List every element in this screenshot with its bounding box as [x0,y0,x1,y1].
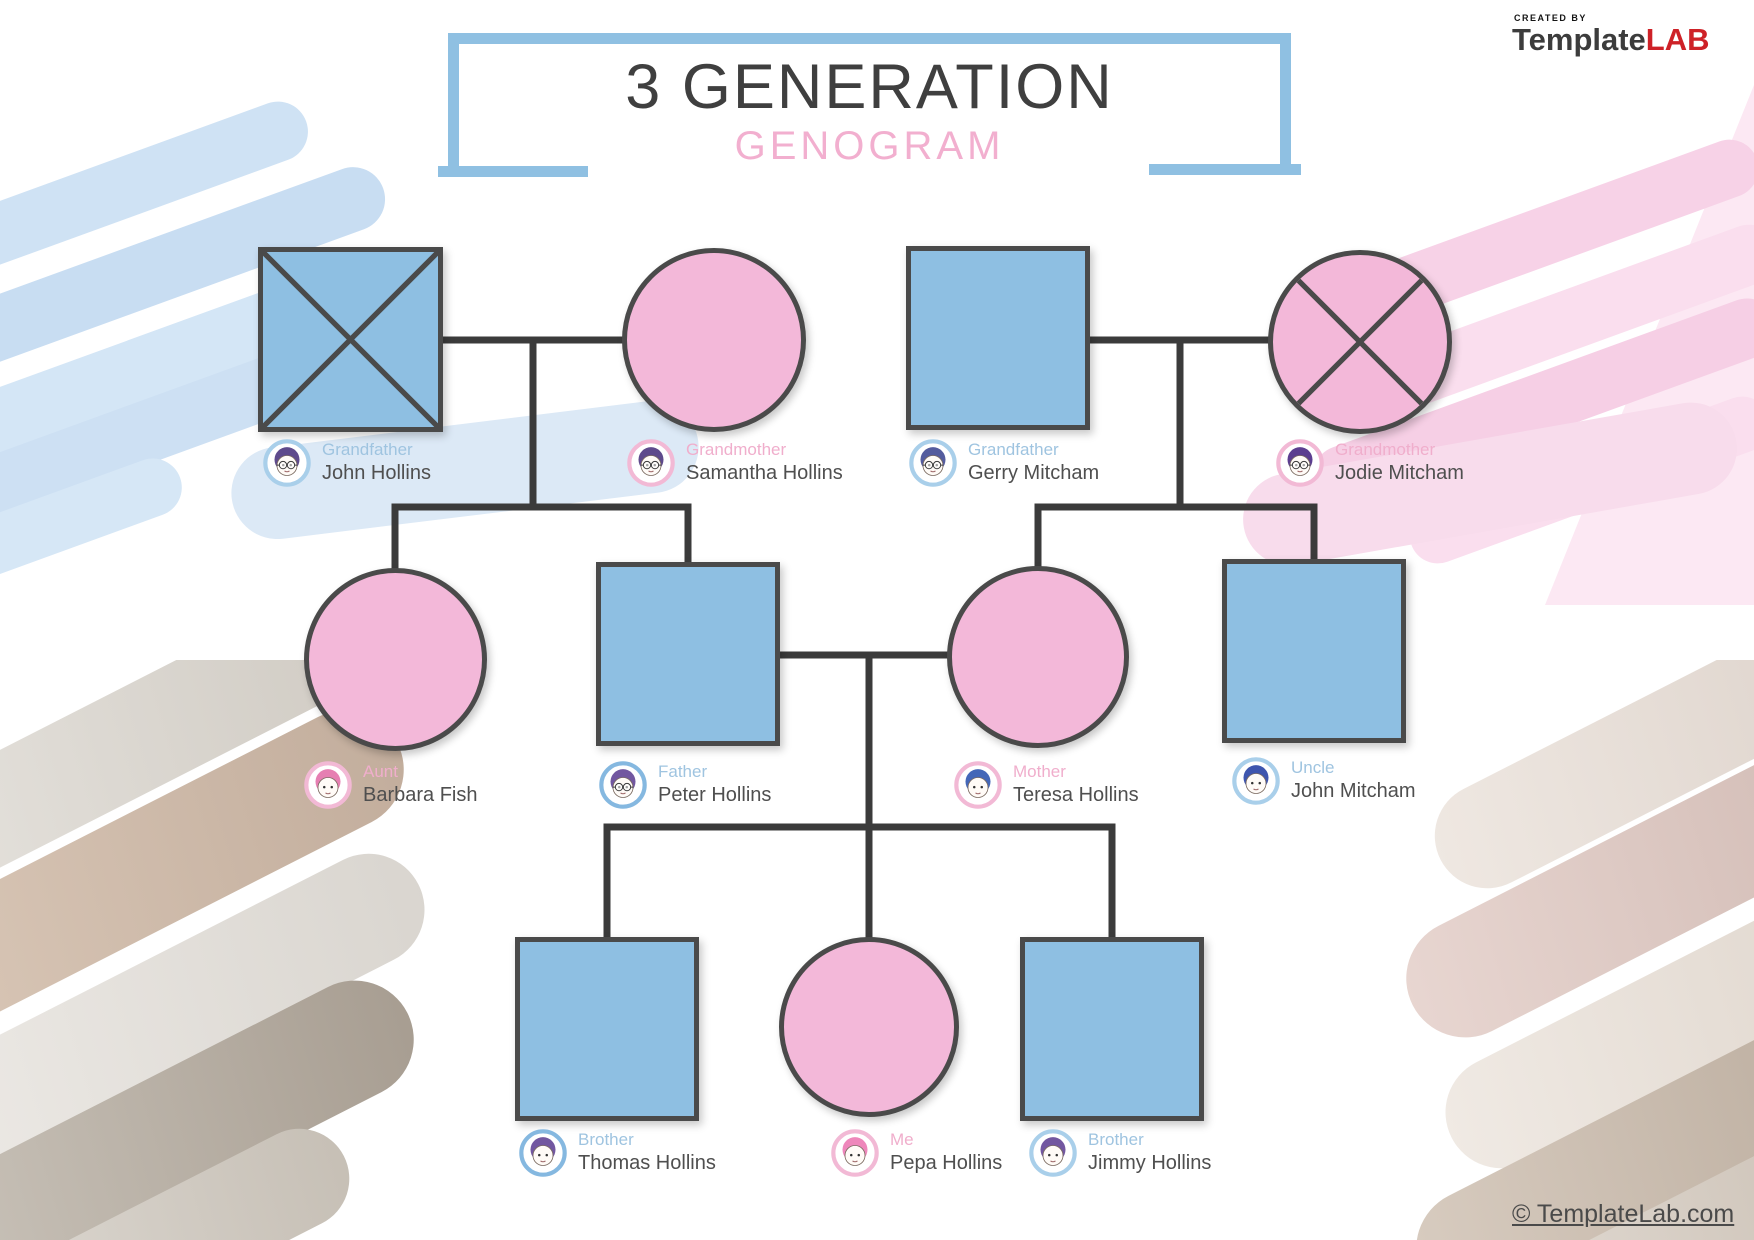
person-role-label: Grandmother [686,440,787,460]
brother-avatar-icon [1029,1129,1077,1177]
person-card-teresa-hollins: Mother Teresa Hollins [953,760,1139,810]
person-name-label: Peter Hollins [658,783,772,806]
person-name-label: Gerry Mitcham [968,461,1100,484]
shape-uncle-john-mitcham[interactable] [1222,559,1406,743]
frame-segment [1149,164,1301,175]
grandmother-avatar-icon [1276,439,1324,487]
shape-grandmother-samantha-hollins[interactable] [622,248,806,432]
deceased-x-mark [263,252,438,427]
copyright-link[interactable]: © TemplateLab.com [1512,1200,1735,1228]
title-frame: 3 GENERATION GENOGRAM [438,33,1301,177]
person-name-label: Samantha Hollins [686,461,843,484]
shape-brother-thomas-hollins[interactable] [515,937,699,1121]
created-by-label: CREATED BY [1514,13,1587,23]
me-avatar-icon [831,1129,879,1177]
person-name-label: Barbara Fish [363,783,478,806]
person-name-label: Jimmy Hollins [1088,1151,1212,1174]
deceased-x-mark [1273,255,1447,429]
person-role-label: Uncle [1291,758,1335,778]
person-name-label: John Mitcham [1291,779,1416,802]
brand-suffix: LAB [1645,22,1710,57]
shape-grandfather-john-hollins[interactable] [258,247,443,432]
person-name-label: John Hollins [322,461,431,484]
aunt-avatar-icon [304,761,352,809]
person-role-label: Me [890,1130,914,1150]
person-card-peter-hollins: Father Peter Hollins [598,760,771,810]
page-title: 3 GENERATION [625,52,1114,122]
frame-segment [448,35,459,177]
mother-avatar-icon [954,761,1002,809]
person-name-label: Jodie Mitcham [1335,461,1464,484]
brother-avatar-icon [519,1129,567,1177]
person-name-label: Teresa Hollins [1013,783,1139,806]
person-role-label: Brother [578,1130,634,1150]
person-card-thomas-hollins: Brother Thomas Hollins [518,1128,716,1178]
frame-segment [438,166,588,177]
person-card-jodie-mitcham: Grandmother Jodie Mitcham [1275,438,1464,488]
shape-grandmother-jodie-mitcham[interactable] [1268,250,1452,434]
shape-grandfather-gerry-mitcham[interactable] [906,246,1090,430]
person-role-label: Grandmother [1335,440,1436,460]
person-card-pepa-hollins: Me Pepa Hollins [830,1128,1002,1178]
shape-father-peter-hollins[interactable] [596,562,780,746]
shape-brother-jimmy-hollins[interactable] [1020,937,1204,1121]
father-avatar-icon [599,761,647,809]
person-card-john-mitcham: Uncle John Mitcham [1231,756,1416,806]
shape-me-pepa-hollins[interactable] [779,937,959,1117]
grandfather-avatar-icon [263,439,311,487]
page-subtitle: GENOGRAM [734,124,1005,168]
grandfather-avatar-icon [909,439,957,487]
person-name-label: Thomas Hollins [578,1151,716,1174]
person-role-label: Mother [1013,762,1066,782]
frame-segment [448,33,1291,44]
person-card-barbara-fish: Aunt Barbara Fish [303,760,478,810]
person-card-john-hollins: Grandfather John Hollins [262,438,431,488]
templatelab-logo: CREATED BY TemplateLAB [1512,13,1710,56]
brand-wordmark: TemplateLAB [1512,24,1710,55]
person-card-jimmy-hollins: Brother Jimmy Hollins [1028,1128,1211,1178]
person-card-samantha-hollins: Grandmother Samantha Hollins [626,438,843,488]
person-name-label: Pepa Hollins [890,1151,1003,1174]
brand-text: Template [1512,22,1646,57]
person-role-label: Grandfather [968,440,1059,460]
person-role-label: Brother [1088,1130,1144,1150]
grandmother-avatar-icon [627,439,675,487]
person-role-label: Father [658,762,708,782]
person-role-label: Aunt [363,762,398,782]
uncle-avatar-icon [1232,757,1280,805]
shape-aunt-barbara-fish[interactable] [304,568,487,751]
person-card-gerry-mitcham: Grandfather Gerry Mitcham [908,438,1099,488]
shape-mother-teresa-hollins[interactable] [947,566,1129,748]
frame-segment [1280,33,1291,173]
person-role-label: Grandfather [322,440,413,460]
